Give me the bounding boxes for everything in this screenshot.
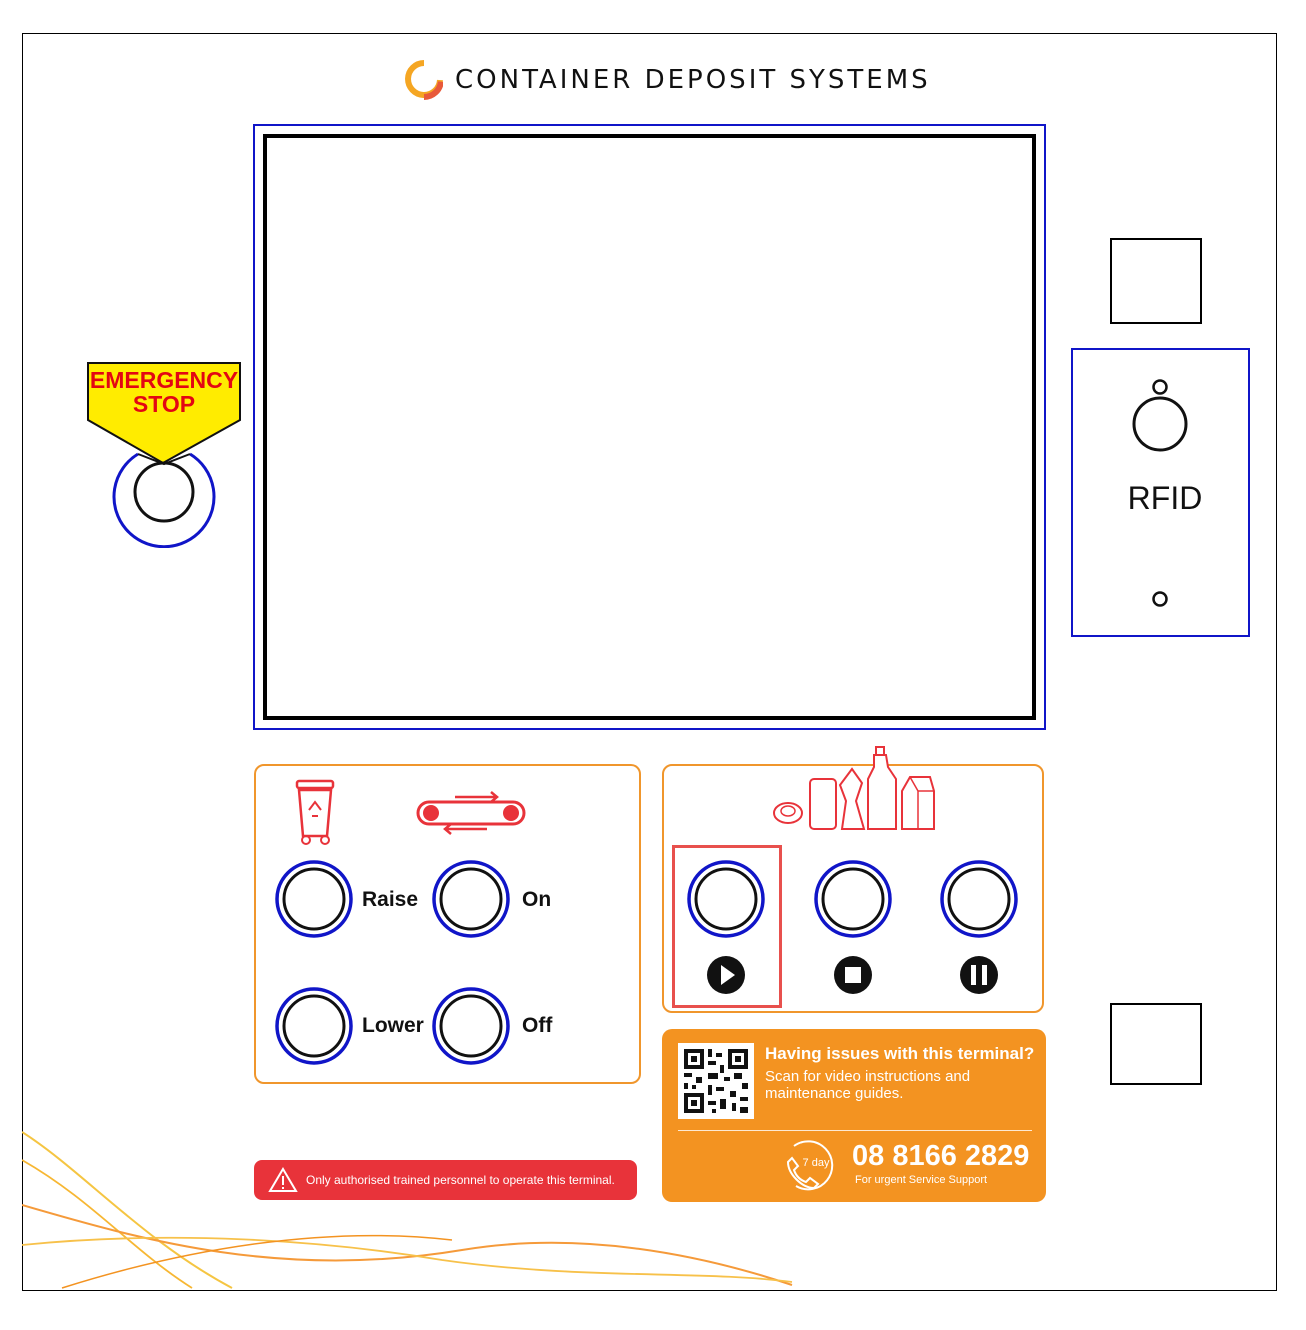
brand-header: CONTAINER DEPOSIT SYSTEMS	[405, 56, 931, 104]
rfid-label: RFID	[1127, 480, 1203, 516]
play-button[interactable]	[685, 858, 767, 940]
support-phone-note: For urgent Service Support	[855, 1174, 988, 1186]
decorative-swoosh	[22, 1131, 793, 1289]
support-phone-number[interactable]: 08 8166 2829	[852, 1140, 1030, 1172]
off-label: Off	[522, 1014, 553, 1037]
seven-day-badge: 7 day	[803, 1157, 830, 1169]
phone-support-icon: 7 day	[786, 1140, 834, 1191]
lower-button[interactable]	[273, 985, 355, 1067]
play-selected-highlight	[672, 845, 782, 1008]
emergency-label-line2: STOP	[133, 391, 195, 417]
conveyor-on-button[interactable]	[430, 858, 512, 940]
upper-square-plate	[1110, 238, 1202, 324]
help-subtitle: Scan for video instructions and maintena…	[765, 1068, 971, 1102]
cds-logo-icon	[405, 60, 443, 100]
lower-square-plate	[1110, 1003, 1202, 1085]
emergency-stop-tag	[87, 362, 241, 465]
conveyor-off-button[interactable]	[430, 985, 512, 1067]
pause-icon	[960, 956, 998, 994]
rfid-indicator-icon	[1132, 379, 1188, 452]
wheelie-bin-icon	[295, 779, 335, 845]
help-divider	[678, 1130, 1032, 1131]
qr-code-icon[interactable]	[678, 1043, 754, 1119]
warning-banner: Only authorised trained personnel to ope…	[254, 1160, 637, 1200]
brand-name: CONTAINER DEPOSIT SYSTEMS	[455, 65, 931, 95]
display-screen-frame	[253, 124, 1046, 730]
warning-text: Only authorised trained personnel to ope…	[306, 1173, 615, 1187]
conveyor-icon	[416, 791, 526, 835]
emergency-stop-button[interactable]	[110, 442, 218, 548]
play-icon	[707, 956, 745, 994]
rfid-led-icon	[1152, 591, 1168, 607]
display-screen[interactable]	[263, 134, 1036, 720]
process-control-panel	[662, 764, 1044, 1013]
machine-panel-border	[22, 33, 1277, 1291]
lower-label: Lower	[362, 1014, 424, 1037]
bin-conveyor-panel	[254, 764, 641, 1084]
containers-icon	[773, 746, 935, 830]
raise-label: Raise	[362, 888, 419, 911]
rfid-reader[interactable]	[1071, 348, 1250, 637]
warning-triangle-icon	[268, 1167, 298, 1192]
pause-button[interactable]	[938, 858, 1020, 940]
emergency-label-line1: EMERGENCY	[90, 367, 238, 393]
stop-icon	[834, 956, 872, 994]
on-label: On	[522, 888, 552, 911]
help-title: Having issues with this terminal?	[765, 1044, 1035, 1063]
stop-button[interactable]	[812, 858, 894, 940]
raise-button[interactable]	[273, 858, 355, 940]
emergency-stop-group: EMERGENCY STOP	[87, 362, 241, 465]
